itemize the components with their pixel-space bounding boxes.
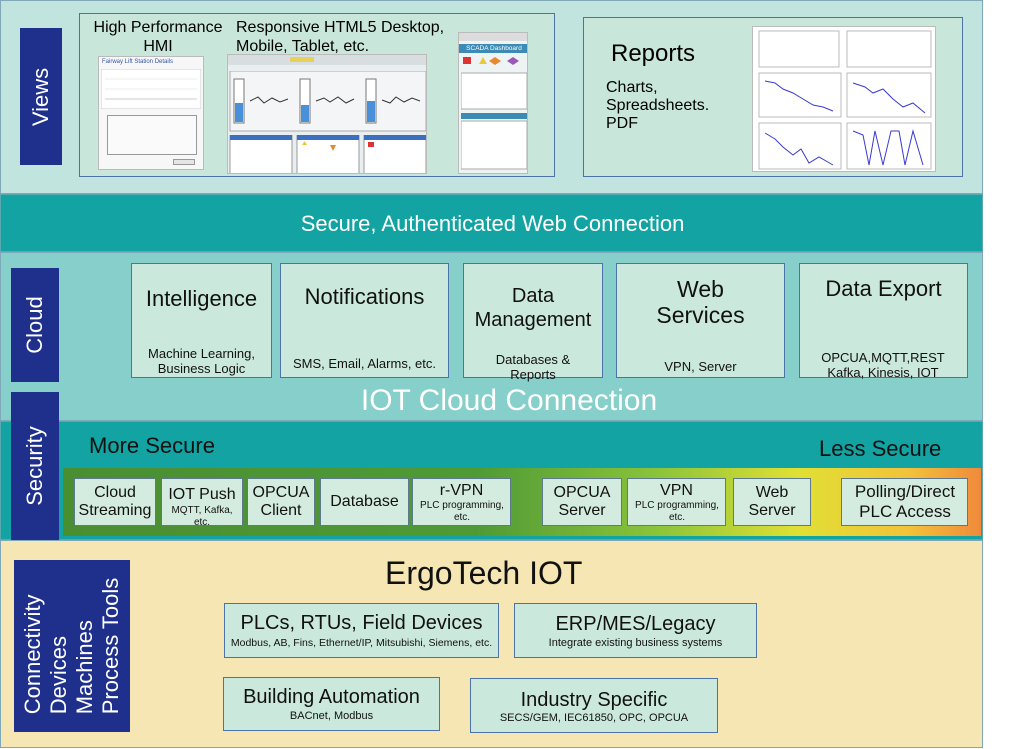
hmi-panel: High Performance HMI Responsive HTML5 De… [79,13,555,177]
building-automation-title: Building Automation [243,686,420,708]
plcs-box: PLCs, RTUs, Field Devices Modbus, AB, Fi… [224,603,499,658]
pump-station-overview [229,71,426,132]
database-box: Database [320,478,409,526]
security-label-text: Security [22,426,47,506]
connectivity-line-3: Machines [72,620,97,715]
database-title: Database [330,493,399,510]
views-label: Views [20,28,62,165]
opcua-client-title: OPCUA Client [252,484,310,519]
scada-mobile-screenshot: SCADA Dashboard [458,32,528,174]
opcua-client-box: OPCUA Client [247,478,315,526]
report-charts [758,30,932,170]
security-band: Security More Secure Less Secure Cloud S… [0,392,983,540]
connectivity-label: Connectivity Devices Machines Process To… [14,560,130,732]
cloud-label: Cloud [11,268,59,382]
views-band: Views High Performance HMI Responsive HT… [0,0,983,194]
web-services-title: Web Services [656,276,745,328]
connectivity-label-text: Connectivity Devices Machines Process To… [20,578,124,715]
r-vpn-box: r-VPN PLC programming, etc. [412,478,511,526]
hmi-trend-chart [101,69,201,109]
iot-push-title: IOT Push [168,486,236,503]
scada-caption: SCADA Dashboard [459,44,527,53]
views-label-text: Views [28,67,53,126]
data-export-title: Data Export [825,276,942,301]
cloud-streaming-title: Cloud Streaming [78,484,152,519]
vpn-sub: PLC programming, etc. [635,500,719,523]
reports-title: Reports [611,40,696,67]
intelligence-title: Intelligence [145,286,258,311]
web-server-title: Web Server [748,484,796,519]
polling-direct-title: Polling/Direct PLC Access [854,482,956,521]
erp-box: ERP/MES/Legacy Integrate existing busine… [514,603,757,658]
html5-title: Responsive HTML5 Desktop, Mobile, Tablet… [236,19,445,55]
iot-cloud-connection-title: IOT Cloud Connection [360,384,658,417]
intelligence-sub: Machine Learning, Business Logic [148,346,255,376]
industry-specific-sub: SECS/GEM, IEC61850, OPC, OPCUA [499,712,689,724]
polling-direct-box: Polling/Direct PLC Access [841,478,968,526]
intelligence-card: Intelligence Machine Learning, Business … [131,263,272,378]
more-secure-label: More Secure [89,433,215,458]
building-automation-sub: BACnet, Modbus [289,710,374,722]
data-export-sub: OPCUA,MQTT,REST Kafka, Kinesis, IOT [821,350,945,380]
responsive-screenshot [227,54,427,174]
connectivity-line-1: Connectivity [20,594,45,715]
reports-desc: Charts, Spreadsheets. PDF [606,79,710,132]
hmi-screenshot-caption: Fairway Lift Station Details [102,59,174,65]
notifications-card: Notifications SMS, Email, Alarms, etc. [280,263,449,378]
iot-push-sub: MQTT, Kafka, etc. [171,505,233,528]
lift-station-cards [229,135,426,173]
web-services-card: Web Services VPN, Server [616,263,785,378]
vpn-box: VPN PLC programming, etc. [627,478,726,526]
data-export-card: Data Export OPCUA,MQTT,REST Kafka, Kines… [799,263,968,380]
opcua-server-title: OPCUA Server [553,484,611,519]
industry-specific-box: Industry Specific SECS/GEM, IEC61850, OP… [470,678,718,733]
cloud-streaming-box: Cloud Streaming [74,478,156,526]
plcs-sub: Modbus, AB, Fins, Ethernet/IP, Mitsubish… [230,637,493,649]
cloud-band: Cloud Intelligence Machine Learning, Bus… [0,252,983,421]
notifications-sub: SMS, Email, Alarms, etc. [292,356,437,371]
reports-panel: Reports Charts, Spreadsheets. PDF [583,17,963,177]
report-sample [752,26,936,172]
hmi-table [107,115,197,155]
building-automation-box: Building Automation BACnet, Modbus [223,677,440,731]
r-vpn-title: r-VPN [439,482,484,499]
plcs-title: PLCs, RTUs, Field Devices [240,612,483,634]
r-vpn-sub: PLC programming, etc. [420,500,504,523]
opcua-server-box: OPCUA Server [542,478,622,526]
web-server-box: Web Server [733,478,811,526]
less-secure-label: Less Secure [819,436,942,461]
erp-sub: Integrate existing business systems [548,637,723,649]
web-connection-band: Secure, Authenticated Web Connection [0,194,983,252]
web-services-sub: VPN, Server [664,359,737,374]
ergotech-title: ErgoTech IOT [385,555,583,591]
security-label: Security [11,392,59,540]
cloud-label-text: Cloud [22,296,47,354]
web-connection-title: Secure, Authenticated Web Connection [300,211,685,236]
data-management-card: Data Management Databases & Reports [463,263,603,382]
iot-push-box: IOT Push MQTT, Kafka, etc. [161,478,243,528]
industry-specific-title: Industry Specific [520,689,668,711]
scada-indicators [461,57,527,170]
connectivity-band: Connectivity Devices Machines Process To… [0,540,983,748]
data-management-title: Data Management [474,285,592,331]
vpn-title: VPN [660,482,693,499]
data-management-sub: Databases & Reports [495,352,571,382]
erp-title: ERP/MES/Legacy [555,613,716,635]
hmi-title: High Performance HMI [93,19,223,55]
connectivity-line-4: Process Tools [98,577,123,715]
hmi-screenshot: Fairway Lift Station Details [98,56,204,170]
notifications-title: Notifications [304,284,425,309]
connectivity-line-2: Devices [46,636,71,715]
hmi-button [173,159,195,165]
